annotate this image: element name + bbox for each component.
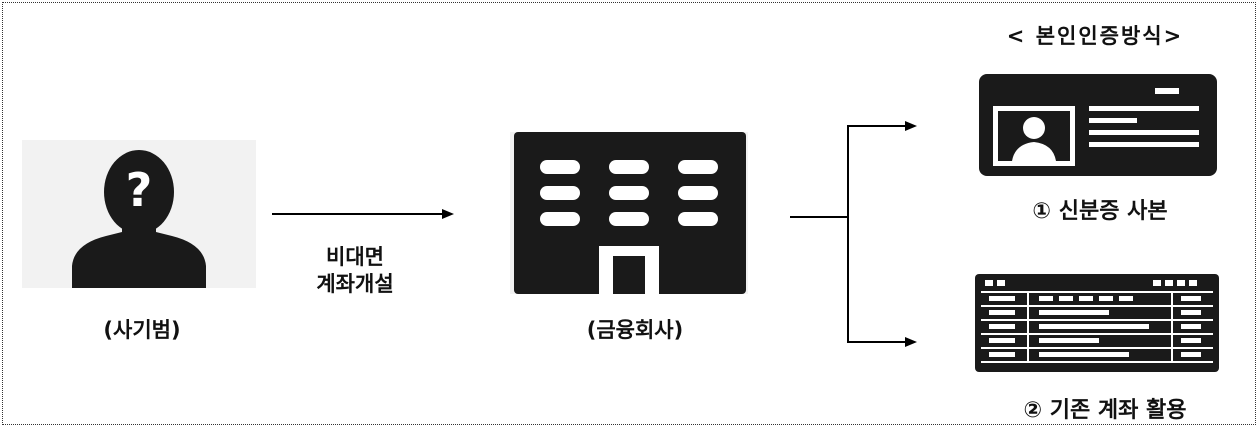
arrow-to-account — [847, 341, 907, 343]
arrow-head-account — [905, 337, 917, 347]
fraudster-label: (사기범) — [103, 318, 181, 342]
process-label-line1: 비대면 — [326, 245, 384, 269]
arrow-head-id-card — [905, 121, 917, 131]
connector-vertical — [847, 126, 849, 342]
process-label-line2: 계좌개설 — [316, 272, 394, 296]
auth-methods-header: < 본인인증방식> — [1006, 24, 1184, 48]
arrow-head-bank — [442, 209, 454, 219]
svg-text:?: ? — [126, 163, 153, 217]
building-icon — [510, 132, 748, 294]
ledger-document-icon — [975, 274, 1219, 372]
arrow-to-id-card — [847, 125, 907, 127]
id-card-icon — [979, 74, 1217, 176]
arrow-fraudster-to-bank — [272, 213, 444, 215]
method2-label: ② 기존 계좌 활용 — [1023, 398, 1187, 423]
method1-label: ① 신분증 사본 — [1032, 199, 1168, 224]
connector-horizontal — [790, 216, 848, 218]
bank-label: (금융회사) — [586, 318, 684, 342]
anonymous-person-icon: ? — [22, 140, 256, 288]
